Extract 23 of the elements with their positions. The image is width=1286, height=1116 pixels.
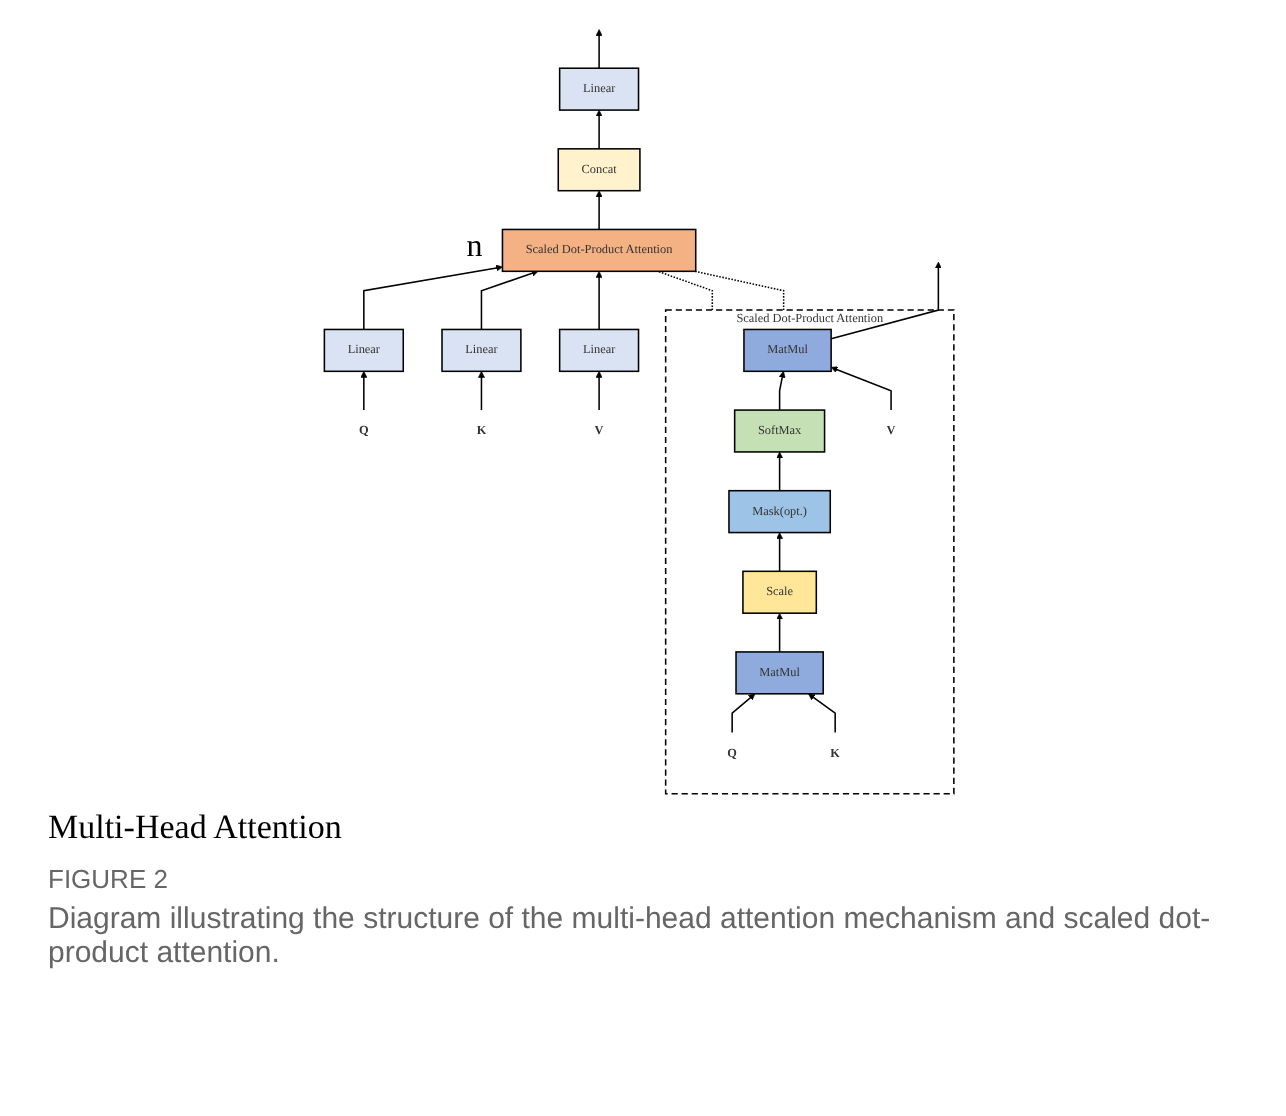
arrow	[595, 190, 603, 231]
arrow	[808, 693, 836, 734]
arrow	[776, 451, 784, 492]
arrow	[830, 261, 942, 340]
arrow	[480, 270, 539, 331]
diagram-label: Multi-Head Attention	[48, 808, 344, 848]
connector	[657, 270, 714, 311]
arrow	[595, 29, 603, 69]
arrow	[595, 371, 603, 411]
arrow	[731, 693, 756, 734]
arrow	[776, 532, 784, 573]
arrow	[595, 109, 603, 150]
arrow	[776, 612, 784, 653]
arrow	[360, 371, 368, 411]
figure-caption: Diagram illustrating the structure of the multi-head attention mechanism and scaled dot-product attention.	[48, 902, 1213, 970]
arrow	[478, 371, 485, 411]
arrow	[778, 371, 786, 411]
figure-number: FIGURE 2	[48, 864, 170, 894]
connector	[694, 270, 785, 311]
arrow	[595, 271, 603, 331]
arrow	[363, 264, 503, 331]
repeat-count-label: n	[466, 230, 483, 267]
arrow	[830, 366, 892, 411]
